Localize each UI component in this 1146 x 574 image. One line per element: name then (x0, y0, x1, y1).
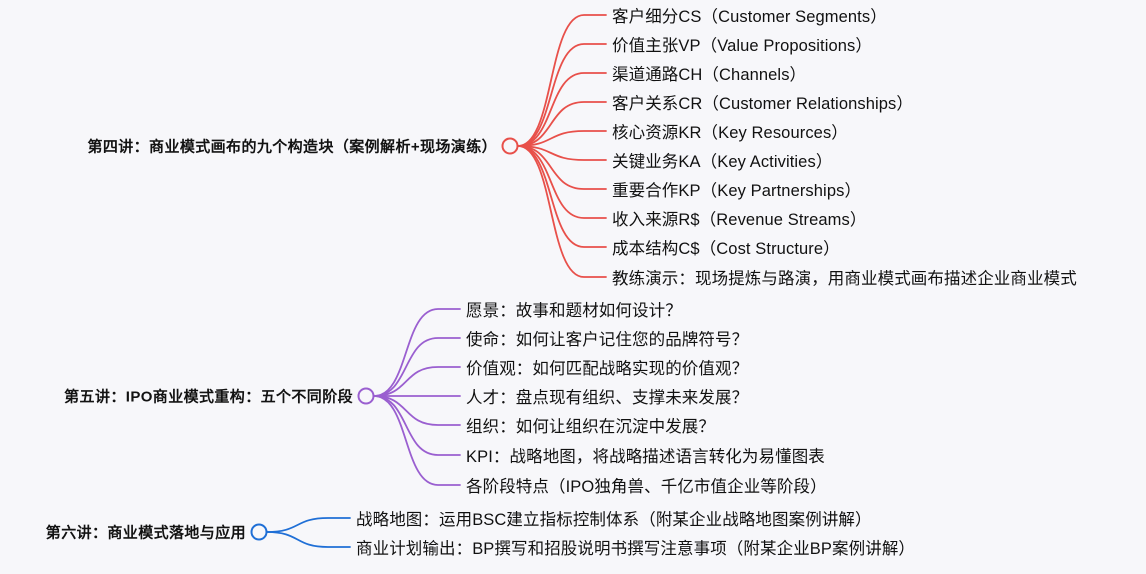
branch-connector (517, 14, 607, 147)
branch-connector (373, 395, 461, 456)
branch-node-label[interactable]: 组织：如何让组织在沉淀中发展？ (466, 418, 715, 436)
branch-node-label[interactable]: 客户关系CR（Customer Relationships） (612, 95, 913, 113)
branch-node-label[interactable]: 核心资源KR（Key Resources） (612, 124, 848, 142)
root-node-handle-1[interactable] (501, 137, 519, 155)
branch-node-label[interactable]: KPI：战略地图，将战略描述语言转化为易懂图表 (466, 448, 825, 466)
branch-connector (517, 101, 607, 147)
branch-connector (517, 145, 607, 248)
branch-node-label[interactable]: 客户细分CS（Customer Segments） (612, 8, 887, 26)
branch-connector (517, 130, 607, 147)
branch-connector (517, 145, 607, 278)
branch-node-label[interactable]: 教练演示：现场提炼与路演，用商业模式画布描述企业商业模式 (612, 270, 1077, 288)
branch-node-label[interactable]: 各阶段特点（IPO独角兽、千亿市值企业等阶段） (466, 478, 827, 496)
branch-node-label[interactable]: 商业计划输出：BP撰写和招股说明书撰写注意事项（附某企业BP案例讲解） (356, 540, 916, 558)
branch-node-label[interactable]: 渠道通路CH（Channels） (612, 66, 807, 84)
branch-node-label[interactable]: 关键业务KA（Key Activities） (612, 153, 833, 171)
root-node-label-3[interactable]: 第六讲：商业模式落地与应用 (45, 524, 246, 542)
root-node-handle-2[interactable] (357, 387, 375, 405)
root-node-handle-3[interactable] (250, 523, 268, 541)
root-node-label-1[interactable]: 第四讲：商业模式画布的九个构造块（案例解析+现场演练） (87, 138, 497, 156)
branch-node-label[interactable]: 价值主张VP（Value Propositions） (612, 37, 872, 55)
branch-connector (266, 531, 351, 548)
branch-node-label[interactable]: 重要合作KP（Key Partnerships） (612, 182, 862, 200)
branch-connector (373, 366, 461, 397)
branch-connector (517, 145, 607, 219)
branch-node-label[interactable]: 战略地图：运用BSC建立指标控制体系（附某企业战略地图案例讲解） (356, 511, 872, 529)
branch-connector (266, 517, 351, 533)
branch-connector (373, 337, 461, 397)
root-node-label-2[interactable]: 第五讲：IPO商业模式重构：五个不同阶段 (64, 388, 353, 406)
branch-connector (373, 395, 461, 426)
branch-connector (373, 395, 461, 486)
branch-connector (517, 145, 607, 190)
branch-node-label[interactable]: 人才：盘点现有组织、支撑未来发展？ (466, 389, 749, 407)
branch-node-label[interactable]: 价值观：如何匹配战略实现的价值观？ (466, 360, 749, 378)
branch-connector (517, 72, 607, 147)
branch-node-label[interactable]: 愿景：故事和题材如何设计？ (466, 302, 682, 320)
branch-node-label[interactable]: 使命：如何让客户记住您的品牌符号？ (466, 331, 749, 349)
branch-connector (373, 308, 461, 397)
branch-node-label[interactable]: 收入来源R$（Revenue Streams） (612, 211, 867, 229)
branch-node-label[interactable]: 成本结构C$（Cost Structure） (612, 240, 840, 258)
branch-connector (517, 43, 607, 147)
branch-connector (517, 145, 607, 161)
